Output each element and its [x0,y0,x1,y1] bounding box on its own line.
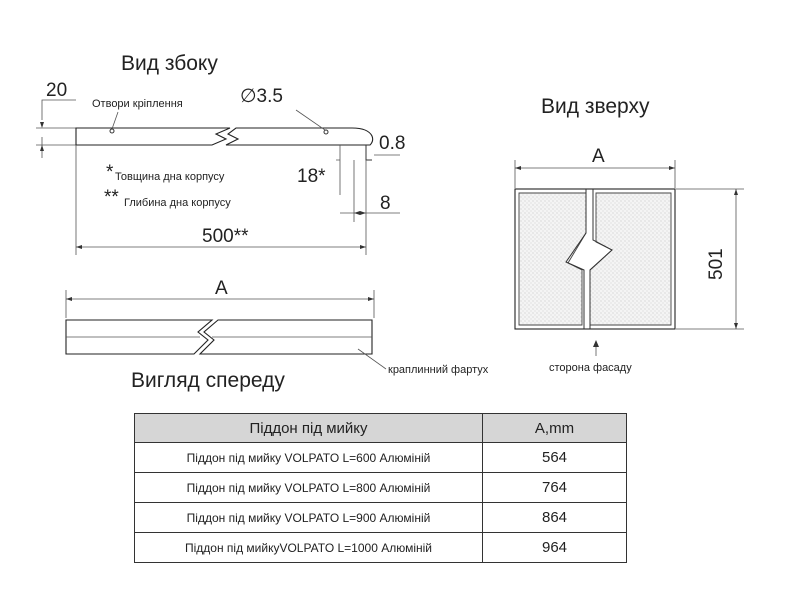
side-view: Вид збоку 20 Отвори кріплення ∅3.5 0.8 1… [36,52,405,255]
side-view-title: Вид збоку [121,52,218,75]
dim-20-label: 20 [46,80,67,101]
facade-label: сторона фасаду [549,362,632,374]
table-header-row: Піддон під мийку A,mm [134,413,627,443]
front-dim-a-label: A [215,278,228,299]
table-header-product: Піддон під мийку [134,413,483,443]
note-depth: Глибина дна корпусу [124,197,231,209]
dim-500-lines [75,145,367,255]
top-dim-501-label: 501 [706,248,727,280]
front-view-title: Вигляд спереду [131,369,285,392]
table-cell-value: 864 [482,502,627,533]
dim-500-label: 500** [202,226,249,247]
table-cell-name: Піддон під мийку VOLPATO L=900 Алюміній [134,502,483,533]
table-cell-value: 964 [482,532,627,563]
facade-arrow-head [593,340,599,347]
table-header-a: A,mm [482,413,627,443]
top-tray-break [565,189,613,329]
drip-leader [357,348,387,370]
dim-diameter-label: ∅3.5 [240,86,283,107]
note-thickness: Товщина дна корпусу [115,171,225,183]
front-dim-a-lines [65,290,375,318]
dim-18-lines [336,145,341,195]
holes-leader [111,111,119,130]
top-dim-a-lines [514,160,676,188]
dim-0-8-label: 0.8 [379,133,405,154]
side-tray-left [75,127,231,146]
note-depth-mark: ** [104,187,119,208]
table-cell-name: Піддон під мийку VOLPATO L=800 Алюміній [134,472,483,503]
top-dim-a-label: A [592,146,605,167]
table-cell-value: 564 [482,442,627,473]
holes-label: Отвори кріплення [92,98,183,110]
dim-20-arrows [40,122,44,151]
note-thickness-mark: * [106,162,114,183]
table-row: Піддон під мийку VOLPATO L=900 Алюміній … [134,502,627,533]
top-view: Вид зверху A 501 сторона фасаду [514,95,744,374]
table-row: Піддон під мийку VOLPATO L=600 Алюміній … [134,442,627,473]
table-row: Піддон під мийку VOLPATO L=800 Алюміній … [134,472,627,503]
table-cell-name: Піддон під мийку VOLPATO L=600 Алюміній [134,442,483,473]
front-view: A Вигляд спереду краплинний фартух [65,278,489,392]
dim-20-leader [36,99,76,158]
drip-label: краплинний фартух [388,364,489,376]
dim-8-lines [340,160,400,222]
side-tray-right [225,127,374,146]
top-dim-501-lines [676,188,744,330]
diameter-leader [295,109,326,131]
mounting-hole-right [323,129,329,135]
dim-8-arrows [354,211,366,215]
dim-8-label: 8 [380,193,391,214]
table-cell-name: Піддон під мийкуVOLPATO L=1000 Алюміній [134,532,483,563]
table-row: Піддон під мийкуVOLPATO L=1000 Алюміній … [134,532,627,563]
side-drip-edge [365,145,372,161]
dim-18-label: 18* [297,166,326,187]
spec-table: Піддон під мийку A,mm Піддон під мийку V… [134,413,627,563]
top-view-title: Вид зверху [541,95,650,118]
table-cell-value: 764 [482,472,627,503]
